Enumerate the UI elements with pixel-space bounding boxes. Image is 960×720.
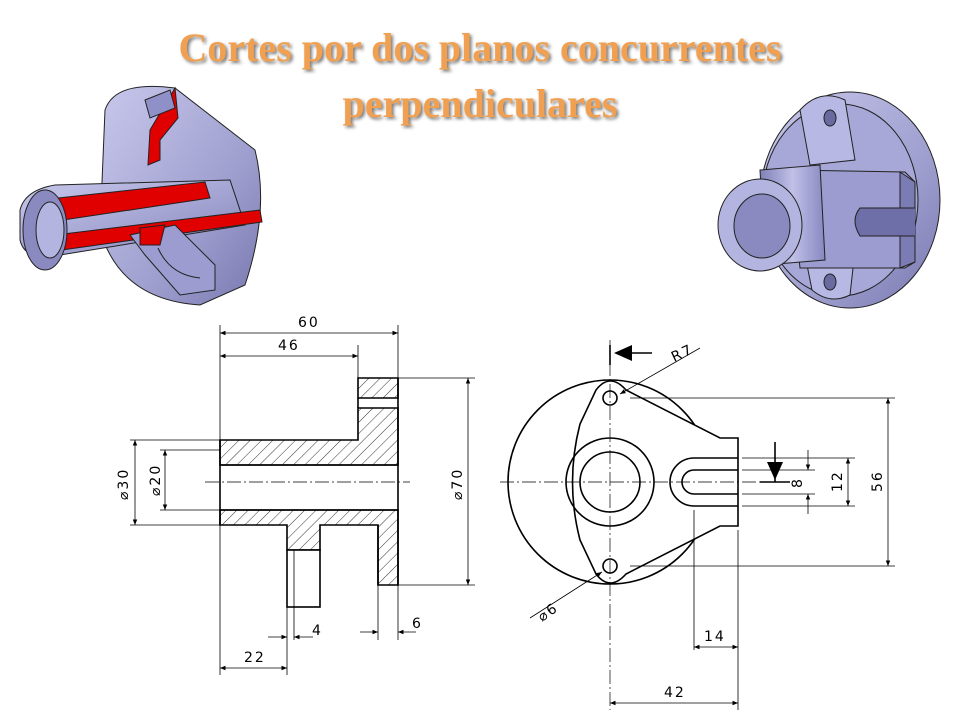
dim-slot-width: 8 <box>790 477 806 488</box>
page-title-line-2: perpendiculares <box>342 81 618 126</box>
dim-slot-depth: 14 <box>704 629 726 645</box>
dim-hole-spacing: 56 <box>870 470 886 492</box>
dim-bore-diameter: ⌀20 <box>148 464 164 496</box>
dim-flange-position: 46 <box>278 338 300 354</box>
dim-lug-radius: R7 <box>669 342 696 366</box>
isometric-section-render <box>19 85 263 306</box>
page-title-line-1: Cortes por dos planos concurrentes <box>178 25 782 70</box>
dim-flange-thickness: 6 <box>412 616 423 632</box>
dim-arm-width: 12 <box>830 470 846 492</box>
isometric-render <box>717 91 941 309</box>
dim-flange-diameter: ⌀70 <box>450 468 466 500</box>
dim-rib-thickness: 4 <box>312 623 323 639</box>
dim-rib-offset: 22 <box>244 650 266 666</box>
section-view: 60 46 ⌀30 ⌀20 ⌀70 4 6 22 <box>116 315 475 675</box>
dim-arm-length: 42 <box>664 685 686 701</box>
dim-outer-diameter: ⌀30 <box>116 468 132 500</box>
front-view: R7 ⌀6 8 12 56 14 42 <box>500 340 895 710</box>
dim-overall-length: 60 <box>298 315 320 331</box>
dim-hole-diameter: ⌀6 <box>535 600 562 625</box>
